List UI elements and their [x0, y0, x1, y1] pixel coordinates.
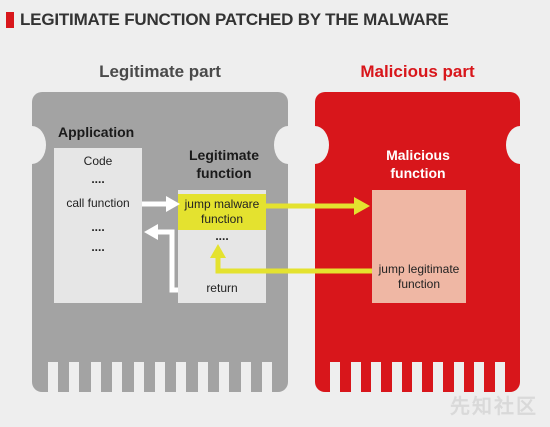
title-accent-bar: [6, 12, 14, 28]
application-box: [54, 148, 142, 303]
application-line-dots: ....: [91, 220, 105, 234]
application-line-dots: ....: [91, 240, 105, 254]
legitimate-part-label: Legitimate part: [99, 62, 221, 81]
patched-line-highlight: [178, 194, 266, 230]
malicious-function-title: Malicious function: [386, 147, 450, 181]
jump-back-arrow: [215, 256, 372, 274]
malicious-function-box: [372, 190, 466, 303]
malicious-part-label: Malicious part: [360, 62, 475, 81]
application-line-code: Code: [83, 154, 113, 168]
panel-teeth: [315, 360, 520, 392]
left-notch: [18, 126, 46, 164]
diagram-title: LEGITIMATE FUNCTION PATCHED BY THE MALWA…: [20, 10, 449, 29]
return-arrow: [156, 229, 178, 293]
jump-malware-arrowhead: [354, 197, 370, 215]
middle-notch-right: [301, 126, 329, 164]
panel-teeth: [32, 360, 288, 392]
middle-notch-left: [274, 126, 302, 164]
call-arrowhead: [166, 196, 180, 212]
return-line: return: [206, 281, 238, 295]
jump-back-arrowhead: [210, 244, 226, 258]
application-line-dots: ....: [91, 172, 105, 186]
right-notch: [506, 126, 534, 164]
return-arrowhead: [144, 224, 158, 240]
legitimate-function-dots: ....: [215, 229, 229, 243]
legitimate-function-title: Legitimate function: [188, 147, 259, 181]
patched-line-text: jump malware function: [184, 197, 260, 226]
watermark: 先知社区: [450, 396, 538, 418]
application-title: Application: [58, 124, 135, 140]
application-line-call: call function: [66, 196, 130, 210]
jump-back-line: jump legitimate function: [378, 262, 460, 291]
